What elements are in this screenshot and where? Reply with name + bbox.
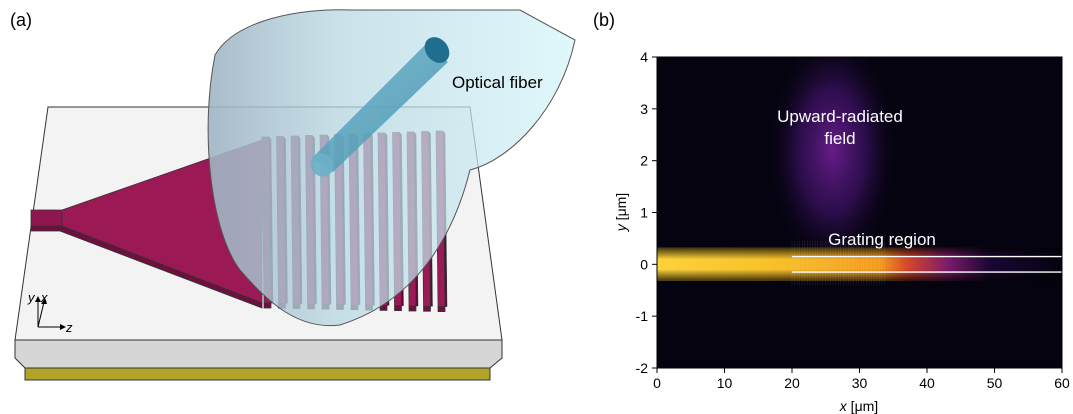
x-tick-label: 50 [987, 375, 1003, 391]
annotation-upward-field-line1: Upward-radiated [777, 107, 903, 126]
waveguide-stub [30, 209, 63, 227]
y-axis-label: y [μm] [613, 193, 629, 232]
annotation-grating-region: Grating region [828, 230, 936, 249]
y-tick-label: -1 [636, 308, 649, 324]
fiber-core-end [424, 37, 450, 63]
y-tick-label: 4 [640, 49, 648, 65]
x-axis-label: x [μm] [839, 398, 878, 414]
fiber-mode-cone [207, 9, 576, 327]
x-tick-label: 30 [852, 375, 868, 391]
axis-y-label: y [27, 290, 36, 305]
fiber-label: Optical fiber [452, 73, 543, 92]
radiated-field-plume [765, 57, 900, 275]
grating-coupler-schematic: Optical fiber y x z [14, 9, 576, 381]
y-tick-label: 1 [640, 205, 648, 221]
panel-label-a: (a) [10, 10, 32, 30]
x-tick-label: 60 [1054, 375, 1070, 391]
y-tick-label: -2 [636, 360, 649, 376]
axis-x-label: x [40, 290, 48, 305]
y-tick-label: 3 [640, 101, 648, 117]
x-tick-label: 40 [919, 375, 935, 391]
coordinate-axes: y x z [27, 290, 73, 335]
gold-layer [24, 367, 491, 381]
x-tick-label: 10 [717, 375, 733, 391]
substrate-front-face-lower [14, 339, 503, 369]
panel-label-b: (b) [593, 10, 615, 30]
x-tick-label: 0 [653, 375, 661, 391]
x-tick-label: 20 [784, 375, 800, 391]
fiber-core [312, 45, 448, 172]
annotation-upward-field-line2: field [824, 129, 855, 148]
y-tick-label: 0 [640, 256, 648, 272]
heatmap-area [657, 57, 1062, 368]
y-tick-label: 2 [640, 153, 648, 169]
axis-z-label: z [65, 320, 73, 335]
